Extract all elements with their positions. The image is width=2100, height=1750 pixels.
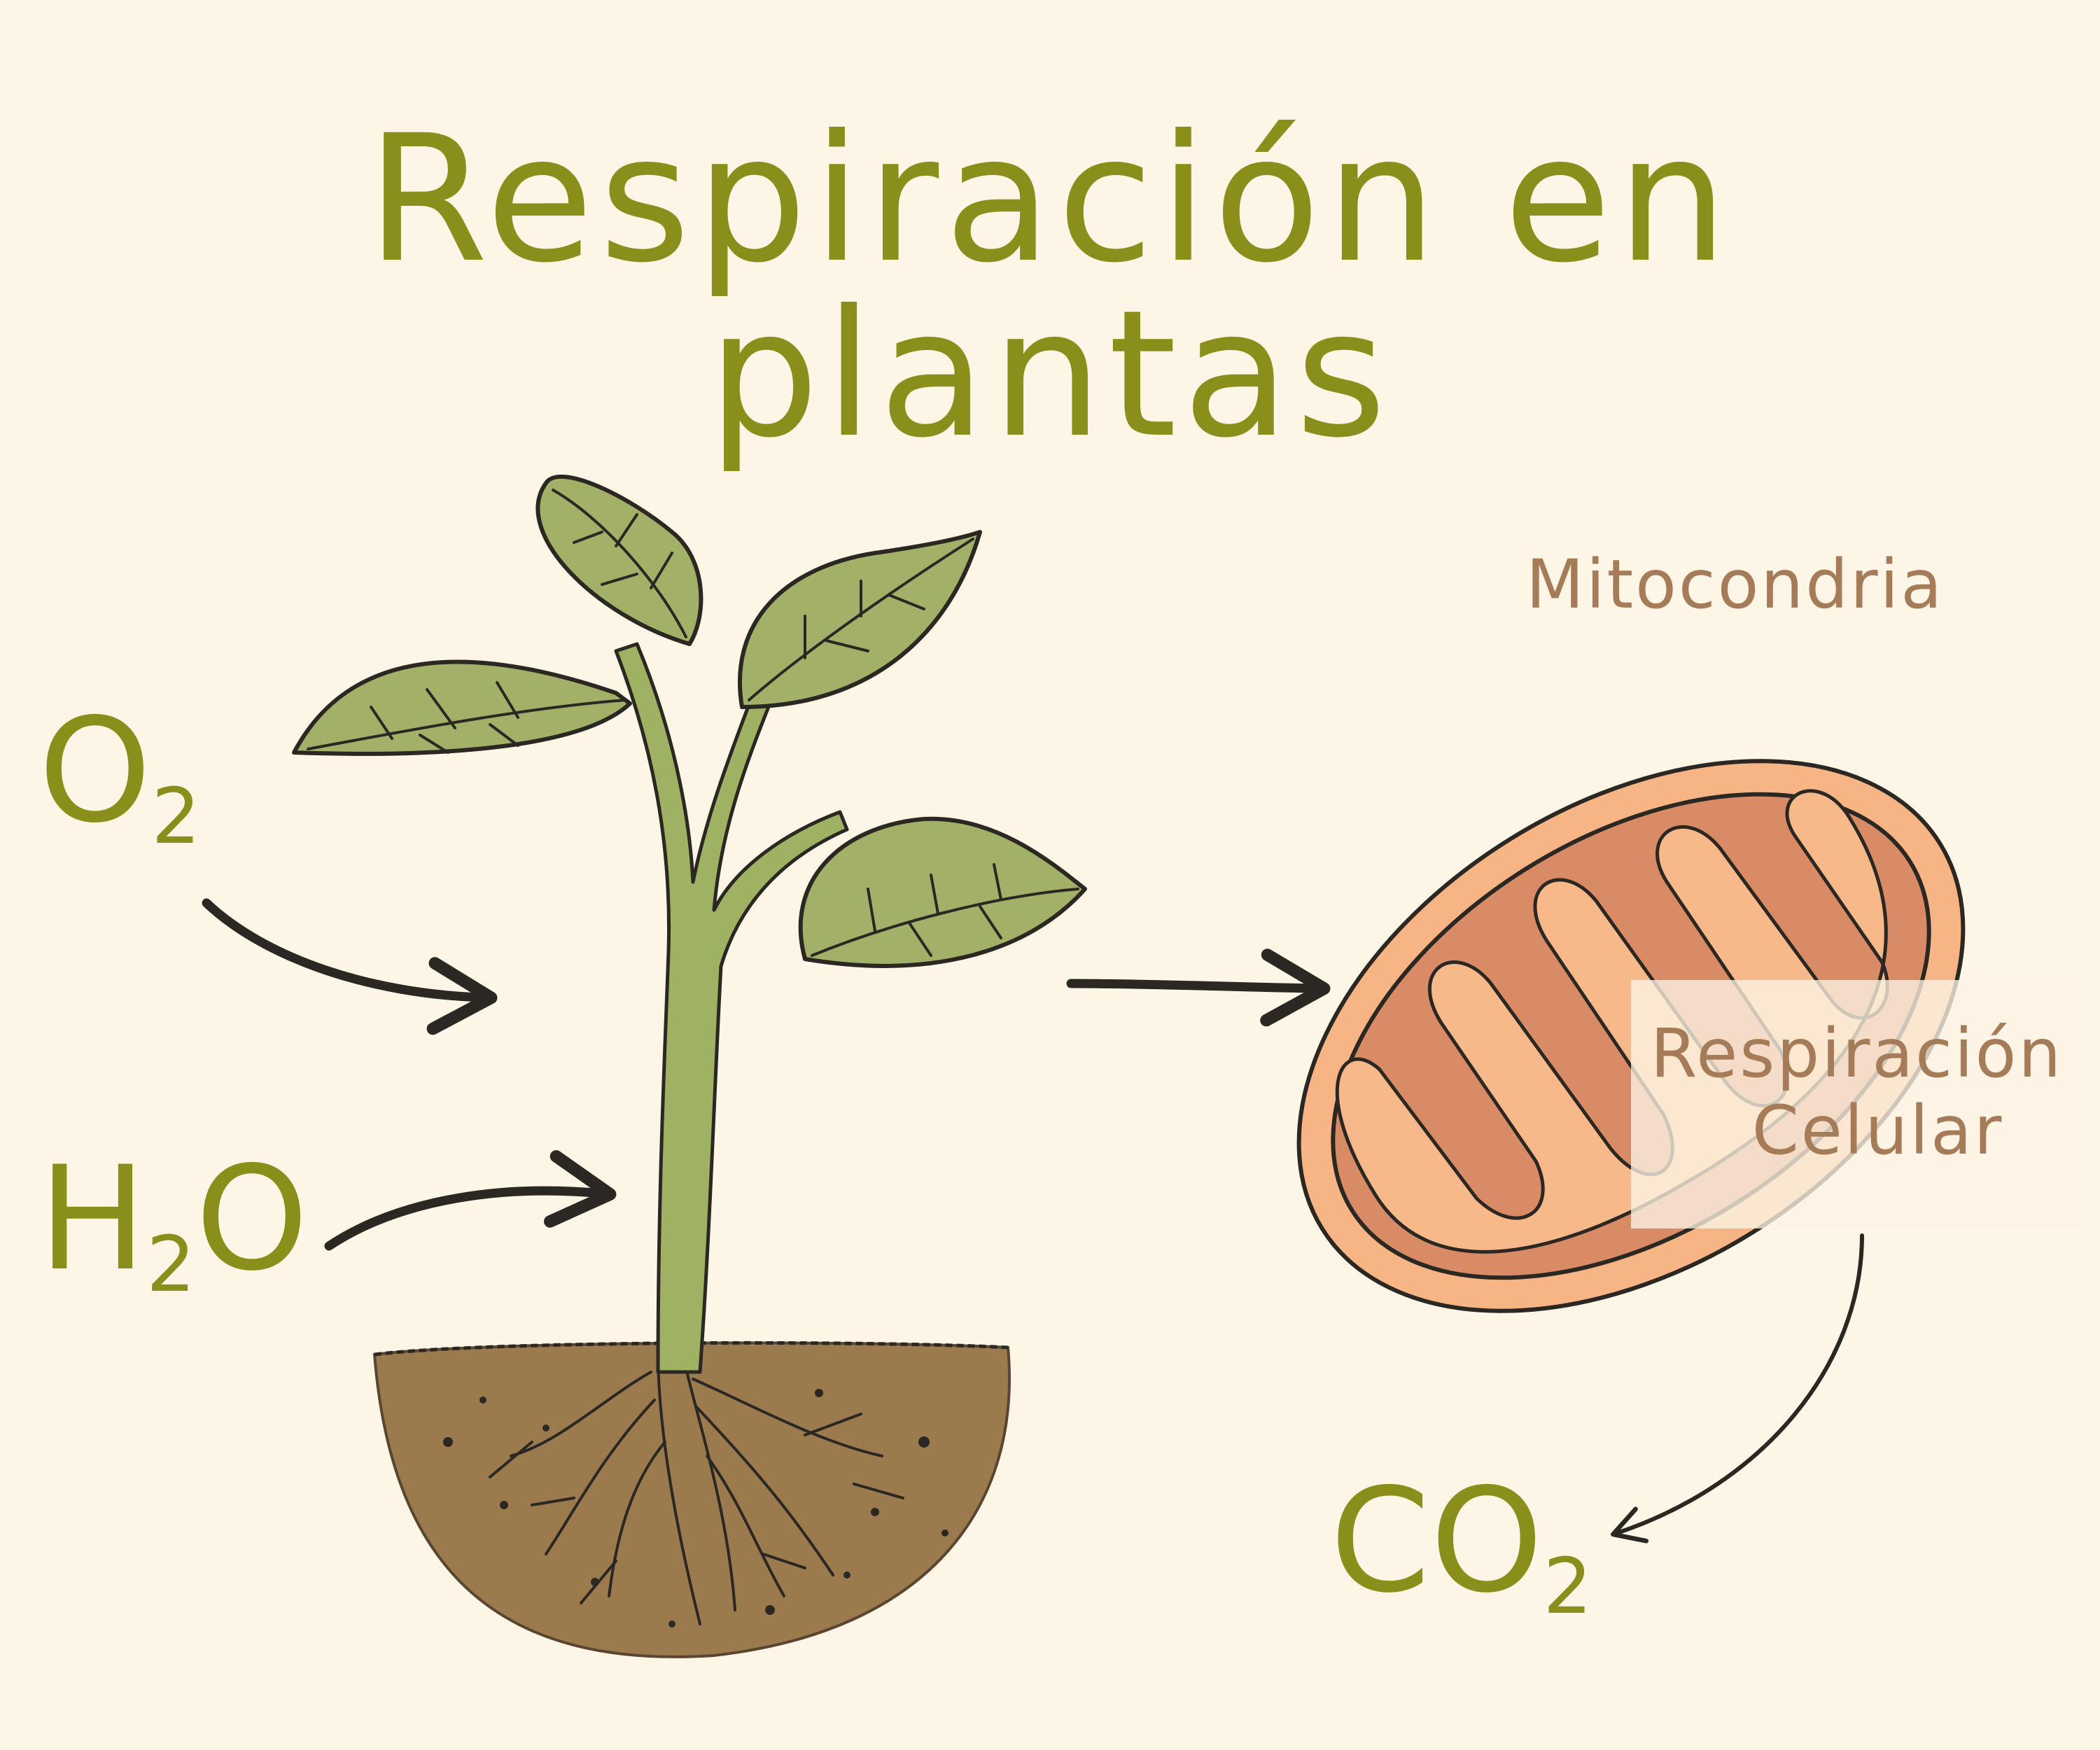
page-title: Respiración en plantas [366,97,1734,476]
co2-formula-subscript: 2 [1543,1541,1592,1631]
plant-roots [489,1350,904,1625]
co2-arrow-group [1611,1233,1864,1544]
cellular-respiration-line2: Celular [1751,1091,2004,1170]
oxygen-arrow [202,898,498,1035]
cellular-respiration-label-box: Respiración Celular [1631,980,2082,1228]
soil-pebbles [443,1389,948,1628]
water-arrow [324,1150,617,1251]
co2-formula-base: CO [1330,1458,1544,1625]
soil-mound [372,1340,1011,1658]
arrows [202,898,1331,1251]
plant-stem [614,642,849,1374]
cellular-respiration-line1: Respiración [1650,1014,2064,1093]
water-formula-base: H [38,1136,147,1303]
plant-leaves [292,475,1087,968]
oxygen-formula: O2 [38,700,200,855]
water-formula-tail: O [195,1136,309,1303]
water-formula: H2O [38,1148,309,1303]
mitochondria-label: Mitocondria [1526,545,1945,624]
plant-to-mitochondria-arrow [1066,948,1331,1027]
leaf-right [798,816,1087,968]
mitochondria-to-co2-arrow [1611,1233,1864,1544]
leaf-left [292,659,632,756]
co2-formula: CO2 [1330,1470,1592,1625]
oxygen-formula-subscript: 2 [151,771,201,861]
oxygen-formula-base: O [38,688,152,855]
leaf-veins [307,489,1079,957]
leaf-top-left [536,475,704,646]
water-formula-subscript: 2 [146,1219,196,1309]
leaf-top-right [737,530,982,709]
